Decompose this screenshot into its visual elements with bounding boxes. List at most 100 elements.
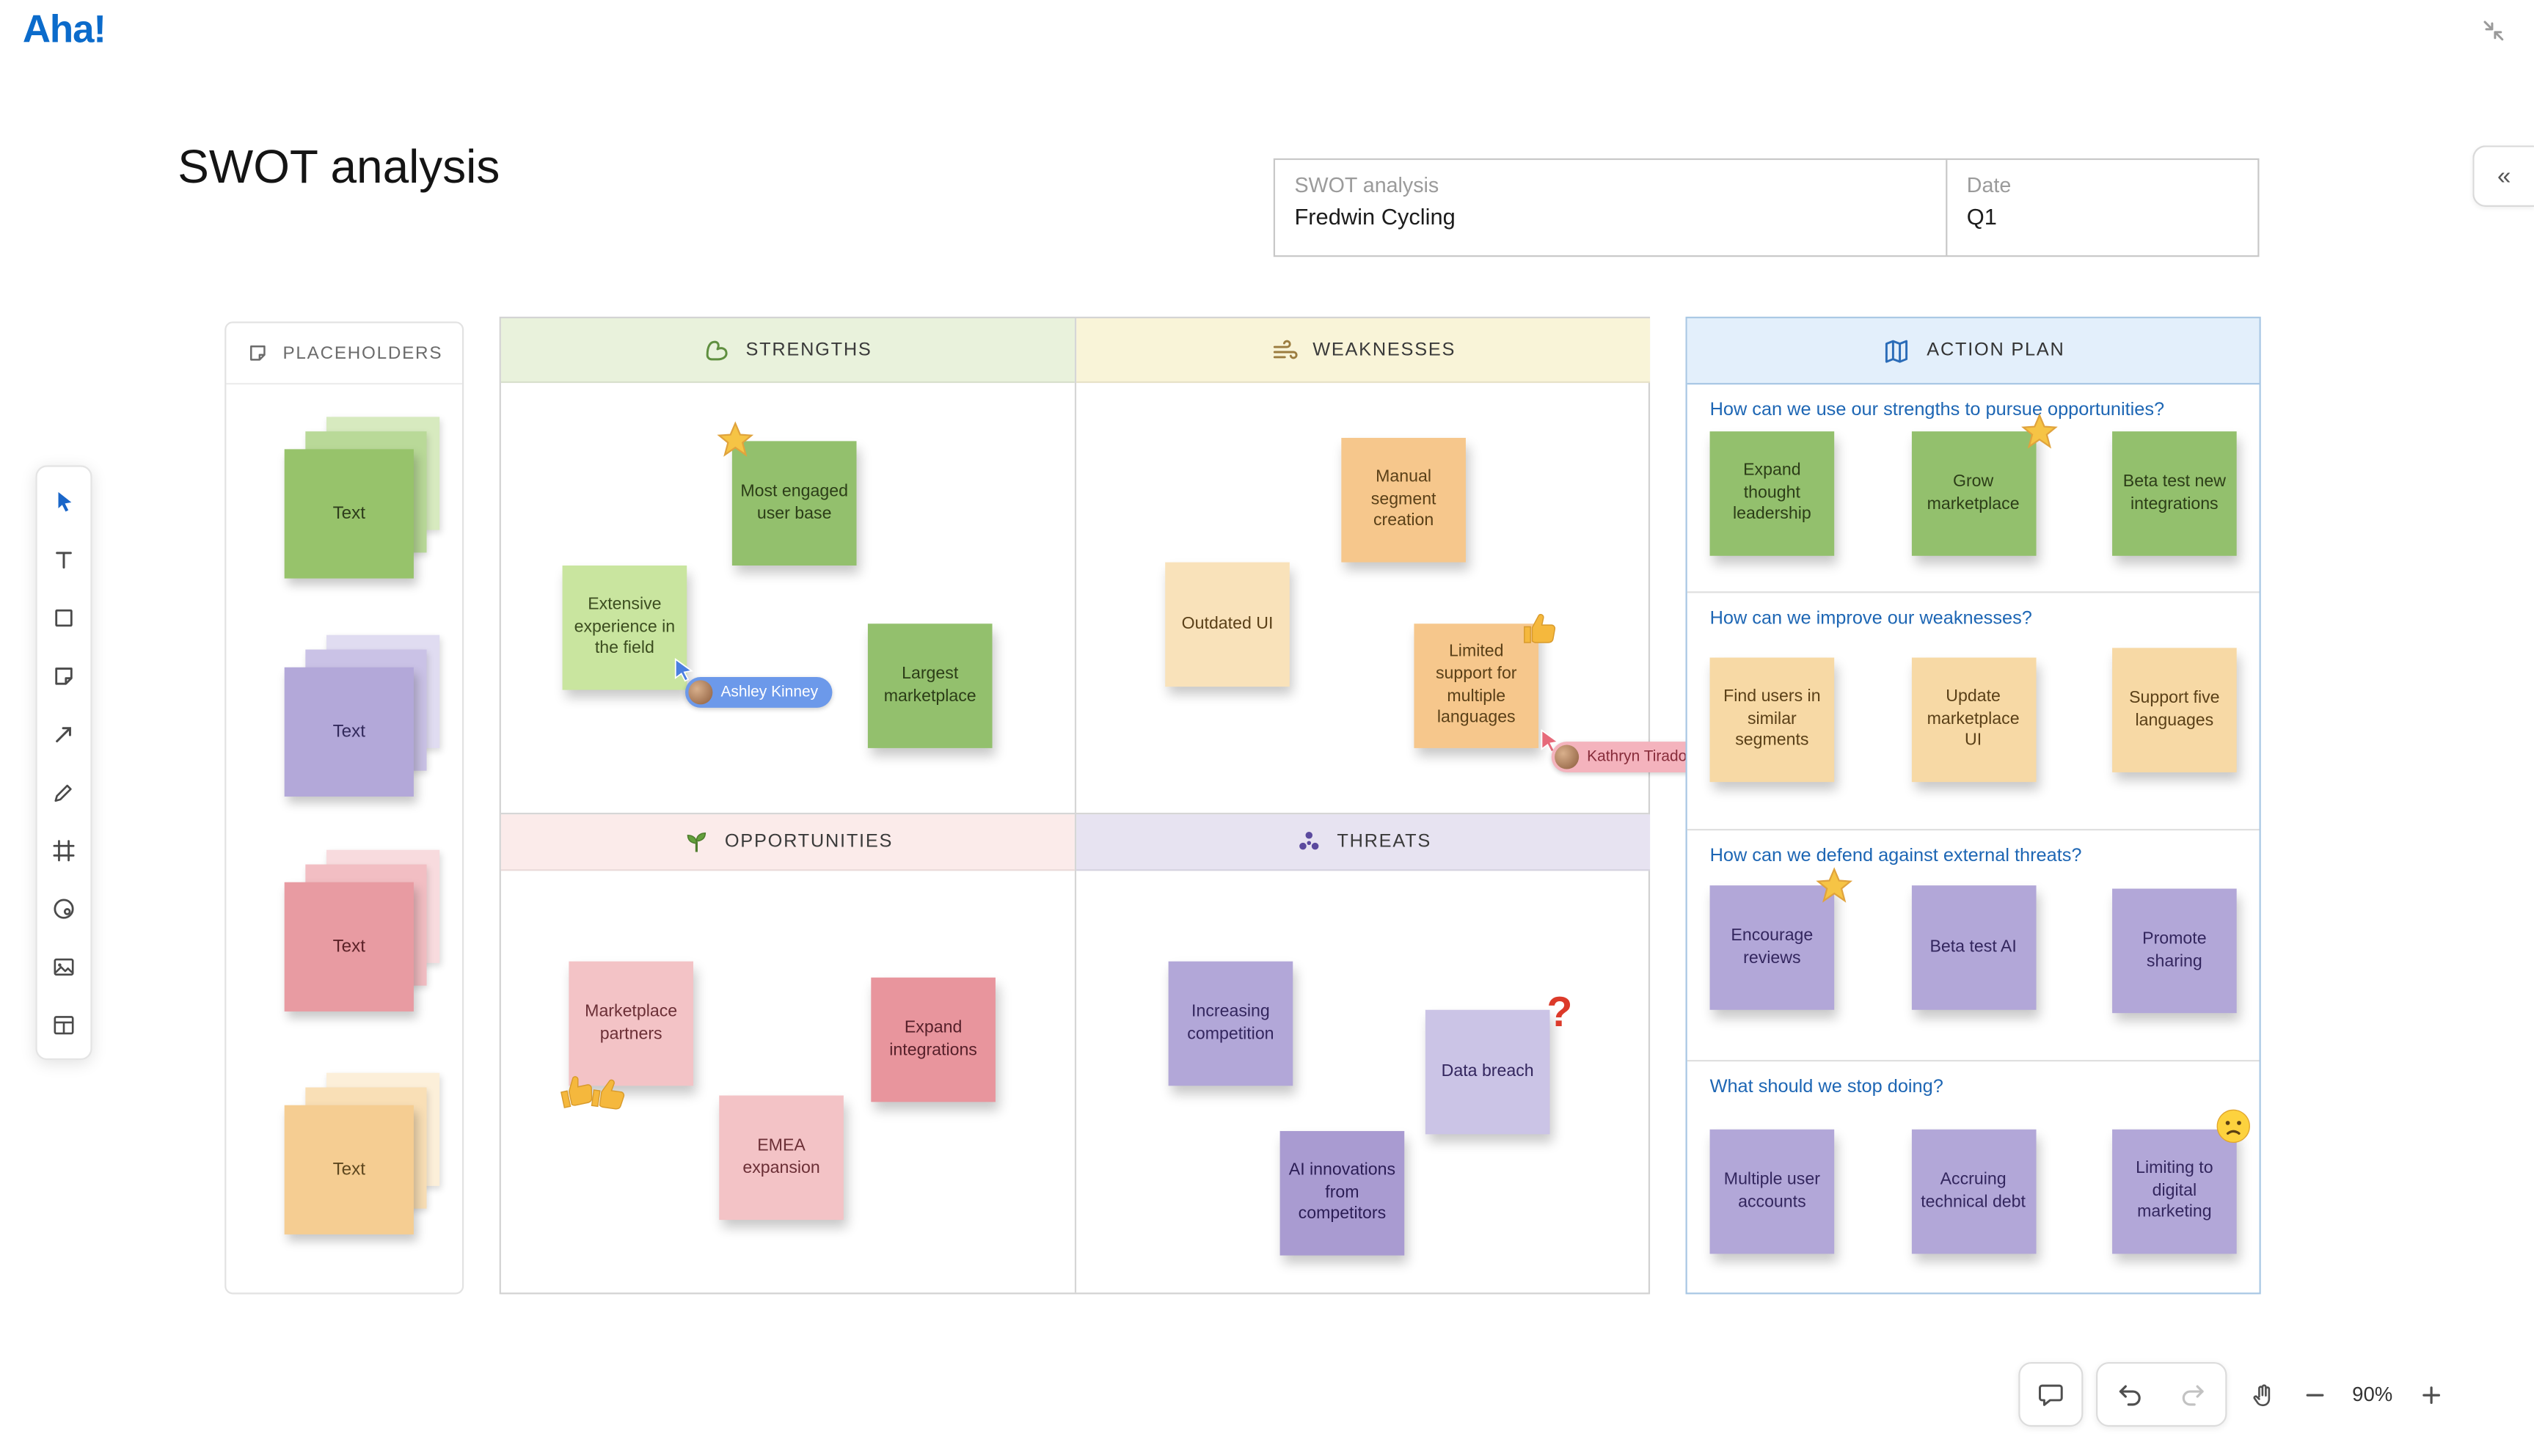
sticky-note[interactable]: Manual segment creation	[1341, 437, 1466, 563]
shape-tool[interactable]	[37, 588, 91, 646]
sticky-note-text: Largest marketplace	[883, 663, 976, 706]
action-plan-question: How can we improve our weaknesses?	[1709, 609, 2032, 629]
placeholder-purple-stack[interactable]: Text	[284, 634, 440, 816]
history-controls	[2096, 1361, 2227, 1427]
pencil-tool[interactable]	[37, 763, 91, 821]
action-plan-notes-row: Encourage reviews Beta test AI Promote s…	[1709, 867, 2237, 1014]
sticky-note[interactable]: Promote sharing	[2112, 888, 2237, 1014]
image-tool[interactable]	[37, 937, 91, 995]
sticky-note[interactable]: Most engaged user base	[717, 421, 857, 566]
sticky-note[interactable]: Accruing technical debt	[1910, 1129, 2036, 1254]
sticky-note-text: Limited support for multiple languages	[1435, 641, 1517, 728]
worried-emoji-icon[interactable]	[2214, 1107, 2253, 1146]
weaknesses-title: WEAKNESSES	[1312, 340, 1456, 360]
sticky-note[interactable]: Encourage reviews	[1709, 867, 1853, 1010]
placeholders-panel: PLACEHOLDERS Text Text Text	[224, 321, 464, 1295]
action-plan-section: How can we use our strengths to pursue o…	[1687, 384, 2260, 593]
sticky-note[interactable]: Support five languages	[2112, 648, 2237, 772]
sticky-note[interactable]: Largest marketplace	[867, 623, 993, 748]
board-name-value[interactable]: Fredwin Cycling	[1294, 203, 1456, 230]
page-title: SWOT analysis	[178, 142, 500, 194]
sticky-note-text: Beta test AI	[1929, 936, 2017, 956]
sticky-note[interactable]: Data breach ?	[1425, 990, 1572, 1135]
sticky-note[interactable]: Grow marketplace	[1910, 413, 2057, 556]
sticky-note[interactable]: Beta test AI	[1910, 885, 2036, 1010]
sticky-note[interactable]: Limited support for multiple languages	[1414, 613, 1556, 748]
sticky-note-text: Marketplace partners	[585, 1000, 678, 1043]
redo-icon	[2183, 1385, 2205, 1406]
thumbs-up-icon[interactable]	[552, 1066, 602, 1116]
sticky-note-text: Beta test new integrations	[2122, 471, 2226, 513]
placeholder-note[interactable]: Text	[284, 882, 414, 1011]
board-date-cell[interactable]: Date Q1	[1947, 160, 2257, 255]
sticky-note[interactable]: Multiple user accounts	[1709, 1129, 1835, 1254]
sticky-note-icon	[250, 345, 266, 361]
sticky-note[interactable]: Find users in similar segments	[1709, 657, 1835, 783]
board-name-cell[interactable]: SWOT analysis Fredwin Cycling	[1275, 160, 1948, 256]
sidebar-collapse-button[interactable]: «	[2472, 145, 2534, 207]
layout-tool[interactable]	[37, 995, 91, 1053]
square-icon	[55, 608, 73, 626]
select-tool[interactable]	[37, 472, 91, 530]
sticky-note[interactable]: Marketplace partners	[561, 961, 694, 1110]
placeholders-header: PLACEHOLDERS	[226, 323, 463, 385]
star-icon[interactable]	[716, 420, 755, 459]
sticky-note[interactable]: Expand integrations	[871, 977, 996, 1102]
sticky-note-tool[interactable]	[37, 646, 91, 704]
plus-icon	[2422, 1386, 2439, 1403]
grid-divider	[500, 813, 1648, 815]
sticky-note[interactable]: EMEA expansion	[719, 1095, 844, 1221]
thumbs-up-icon[interactable]	[585, 1070, 633, 1118]
cursor-icon	[58, 491, 72, 511]
frame-tool[interactable]	[37, 821, 91, 879]
cursor-icon	[674, 658, 694, 682]
sticky-note[interactable]: Extensive experience in the field	[562, 565, 687, 690]
zoom-level[interactable]: 90%	[2352, 1383, 2393, 1406]
redo-button[interactable]	[2161, 1364, 2225, 1425]
star-icon[interactable]	[2019, 412, 2058, 451]
board-date-value[interactable]: Q1	[1966, 203, 1997, 230]
board-name-label: SWOT analysis	[1294, 172, 1439, 197]
seedling-icon	[687, 832, 707, 852]
strengths-header: STRENGTHS	[500, 318, 1075, 384]
placeholder-note[interactable]: Text	[284, 667, 414, 797]
palette-icon	[54, 898, 74, 918]
sticky-note-text: Find users in similar segments	[1723, 686, 1821, 751]
placeholder-orange-stack[interactable]: Text	[284, 1072, 440, 1254]
placeholder-note[interactable]: Text	[284, 449, 414, 579]
sticky-note[interactable]: Beta test new integrations	[2112, 431, 2237, 556]
aha-logo[interactable]: Aha!	[22, 8, 106, 52]
question-mark-icon[interactable]: ?	[1547, 987, 1573, 1036]
sticky-note-text: Manual segment creation	[1370, 466, 1436, 531]
undo-button[interactable]	[2097, 1364, 2161, 1425]
style-tool[interactable]	[37, 879, 91, 937]
star-icon[interactable]	[1815, 866, 1854, 905]
layout-icon	[54, 1015, 74, 1034]
zoom-out-button[interactable]	[2288, 1362, 2340, 1427]
sticky-note[interactable]: Update marketplace UI	[1910, 657, 2036, 783]
swot-grid: STRENGTHS WEAKNESSES OPPORTUNITIES THREA…	[499, 316, 1651, 1295]
sticky-note-text: Outdated UI	[1181, 613, 1274, 633]
placeholder-label: Text	[332, 504, 366, 524]
collapse-window-icon[interactable]	[2479, 16, 2508, 45]
sticky-note[interactable]: Expand thought leadership	[1709, 431, 1835, 556]
sticky-note[interactable]: Increasing competition	[1168, 961, 1293, 1086]
placeholder-note[interactable]: Text	[284, 1105, 414, 1234]
zoom-controls: 90%	[2237, 1362, 2457, 1427]
hand-icon	[2252, 1383, 2270, 1405]
pan-tool-button[interactable]	[2237, 1362, 2288, 1427]
placeholder-green-stack[interactable]: Text	[284, 417, 440, 598]
board-meta-table: SWOT analysis Fredwin Cycling Date Q1	[1273, 158, 2260, 257]
sticky-note[interactable]: AI innovations from competitors	[1279, 1130, 1405, 1256]
sticky-note-text: EMEA expansion	[742, 1135, 820, 1177]
sticky-note[interactable]: Limiting to digital marketing	[2112, 1109, 2250, 1254]
placeholder-red-stack[interactable]: Text	[284, 849, 440, 1031]
zoom-in-button[interactable]	[2405, 1362, 2456, 1427]
text-tool[interactable]	[37, 530, 91, 588]
comment-button[interactable]	[2018, 1361, 2084, 1427]
wind-icon	[1274, 339, 1299, 359]
sticky-note[interactable]: Outdated UI	[1165, 562, 1290, 687]
connector-tool[interactable]	[37, 704, 91, 762]
thumbs-up-icon[interactable]	[1519, 607, 1561, 649]
